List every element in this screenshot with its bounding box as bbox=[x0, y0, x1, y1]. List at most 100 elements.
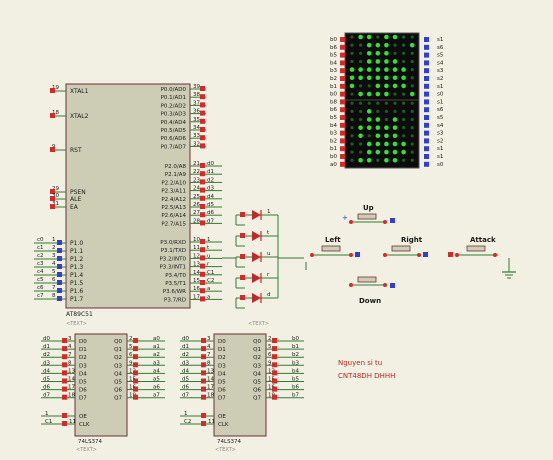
mcu-net-label: t bbox=[207, 245, 210, 251]
mcu-pin-name: P0.3/AD3 bbox=[161, 112, 187, 118]
matrix-pin-probe bbox=[424, 138, 429, 144]
diode-icon bbox=[252, 210, 261, 220]
latch1-d-probe bbox=[62, 378, 67, 384]
mcu-pin-probe bbox=[200, 288, 205, 294]
mcu-pin-name: P1.7 bbox=[70, 296, 83, 303]
led-on bbox=[375, 59, 381, 64]
left-button[interactable]: Left bbox=[305, 236, 360, 270]
mcu-pin-number: 10 bbox=[193, 237, 200, 243]
up-switch-pin-a bbox=[349, 220, 353, 224]
attack-switch-cap[interactable] bbox=[466, 245, 486, 252]
mcu-net-label: d2 bbox=[207, 177, 214, 183]
mcu-net-label: d3 bbox=[207, 186, 214, 192]
led-off bbox=[410, 158, 414, 162]
mcu-pin-probe bbox=[57, 256, 62, 261]
mcu-pin-number: 19 bbox=[52, 85, 59, 91]
latch1-oe-name: OE bbox=[79, 414, 87, 420]
mcu-body[interactable] bbox=[65, 83, 191, 309]
mcu-pin-name: P3.1/TXD bbox=[161, 248, 186, 254]
left-switch-cap[interactable] bbox=[321, 245, 341, 252]
latch1-q-probe bbox=[133, 386, 138, 392]
matrix-row-label: b6 bbox=[330, 107, 337, 113]
led-on bbox=[366, 42, 372, 48]
button-cluster[interactable]: Up + Left Right bbox=[305, 204, 516, 305]
mcu-pin-probe bbox=[200, 280, 205, 285]
latch2-d-probe bbox=[201, 338, 206, 343]
right-button[interactable]: Right bbox=[383, 236, 428, 257]
latch1-text-placeholder: <TEXT> bbox=[76, 447, 97, 453]
mcu-pin-probe bbox=[200, 94, 205, 100]
down-button[interactable]: Down bbox=[349, 276, 395, 305]
led-off bbox=[402, 51, 406, 55]
attack-button[interactable]: Attack bbox=[448, 236, 516, 279]
led-on bbox=[375, 141, 381, 147]
latch1-q-name: Q1 bbox=[114, 347, 122, 353]
latch1-d-num: 18 bbox=[68, 393, 75, 399]
matrix-pin-probe bbox=[424, 107, 429, 113]
latch2-d-name: D5 bbox=[218, 380, 226, 386]
matrix-pin-probe bbox=[340, 107, 345, 113]
matrix-pin-probe bbox=[340, 115, 345, 120]
mcu-pin-number: 27 bbox=[193, 210, 200, 216]
up-button[interactable]: Up + bbox=[342, 204, 395, 224]
mcu-pin-probe bbox=[50, 204, 55, 209]
latch1-oe-num: 1 bbox=[45, 411, 49, 417]
mcu-pin-probe bbox=[200, 220, 205, 226]
led-off bbox=[359, 101, 363, 105]
mcu-net-label: d1 bbox=[207, 169, 214, 175]
left-switch-pin-a bbox=[310, 253, 314, 257]
mcu-pin-probe bbox=[57, 272, 62, 277]
mcu-pin-name: P2.5/A13 bbox=[161, 205, 186, 211]
mcu-pin-probe bbox=[200, 187, 205, 193]
matrix-row-label: b1 bbox=[330, 84, 337, 90]
matrix-row-label: b0 bbox=[330, 154, 337, 160]
matrix-row-label: b3 bbox=[330, 131, 337, 137]
latch1-body[interactable] bbox=[74, 333, 128, 437]
latch1-q-probe bbox=[133, 362, 138, 368]
latch2-q-probe bbox=[272, 378, 277, 384]
up-button-label: Up bbox=[363, 204, 374, 212]
mcu-pin-number: 2 bbox=[52, 245, 56, 251]
mcu-pin-name: P0.5/AD5 bbox=[161, 128, 187, 134]
led-off bbox=[376, 35, 380, 39]
mcu-pin-name: P3.6/WR bbox=[163, 289, 186, 295]
mcu-pin-probe bbox=[200, 102, 205, 108]
led-off bbox=[359, 150, 363, 154]
up-plus-icon: + bbox=[342, 214, 348, 222]
led-on bbox=[375, 117, 381, 122]
latch2-body[interactable] bbox=[213, 333, 267, 437]
matrix-pin-probe bbox=[340, 52, 345, 58]
latch1-q-net: a2 bbox=[153, 352, 160, 358]
led-on bbox=[384, 149, 389, 155]
mcu-pin-probe bbox=[57, 248, 62, 253]
mcu-pin-number: 13 bbox=[193, 262, 200, 268]
matrix-pin-probe bbox=[340, 68, 345, 74]
mcu-pin-name: P2.1/A9 bbox=[165, 172, 187, 178]
mcu-net-label: c2 bbox=[37, 253, 44, 259]
right-switch-cap[interactable] bbox=[391, 245, 411, 252]
latch2-d-probe bbox=[201, 378, 206, 384]
latch2-d-net: d2 bbox=[182, 352, 189, 358]
diode-net-label: u bbox=[267, 251, 271, 257]
latch1-d-net: d1 bbox=[43, 344, 50, 350]
up-switch-cap[interactable] bbox=[357, 213, 377, 220]
matrix-col-label: s1 bbox=[437, 146, 443, 152]
mcu-pin-name: P3.2/INT0 bbox=[159, 256, 186, 262]
latch2-d-num: 14 bbox=[207, 377, 214, 383]
led-off bbox=[359, 117, 363, 122]
mcu-at89c51[interactable]: 19XTAL118XTAL29RST29PSEN30ALE31EA1P1.0c0… bbox=[34, 83, 222, 327]
mcu-pin-probe bbox=[200, 163, 205, 168]
matrix-row-label: b4 bbox=[330, 60, 337, 66]
led-on bbox=[401, 141, 406, 147]
led-off bbox=[350, 109, 354, 113]
latch1-q-probe bbox=[133, 394, 138, 400]
down-switch-cap[interactable] bbox=[357, 276, 377, 283]
led-on bbox=[401, 67, 406, 72]
led-off bbox=[402, 134, 406, 138]
latch2-q-name: Q5 bbox=[253, 380, 261, 386]
mcu-pin-number: 8 bbox=[52, 293, 56, 299]
latch1-d-num: 7 bbox=[68, 352, 72, 358]
